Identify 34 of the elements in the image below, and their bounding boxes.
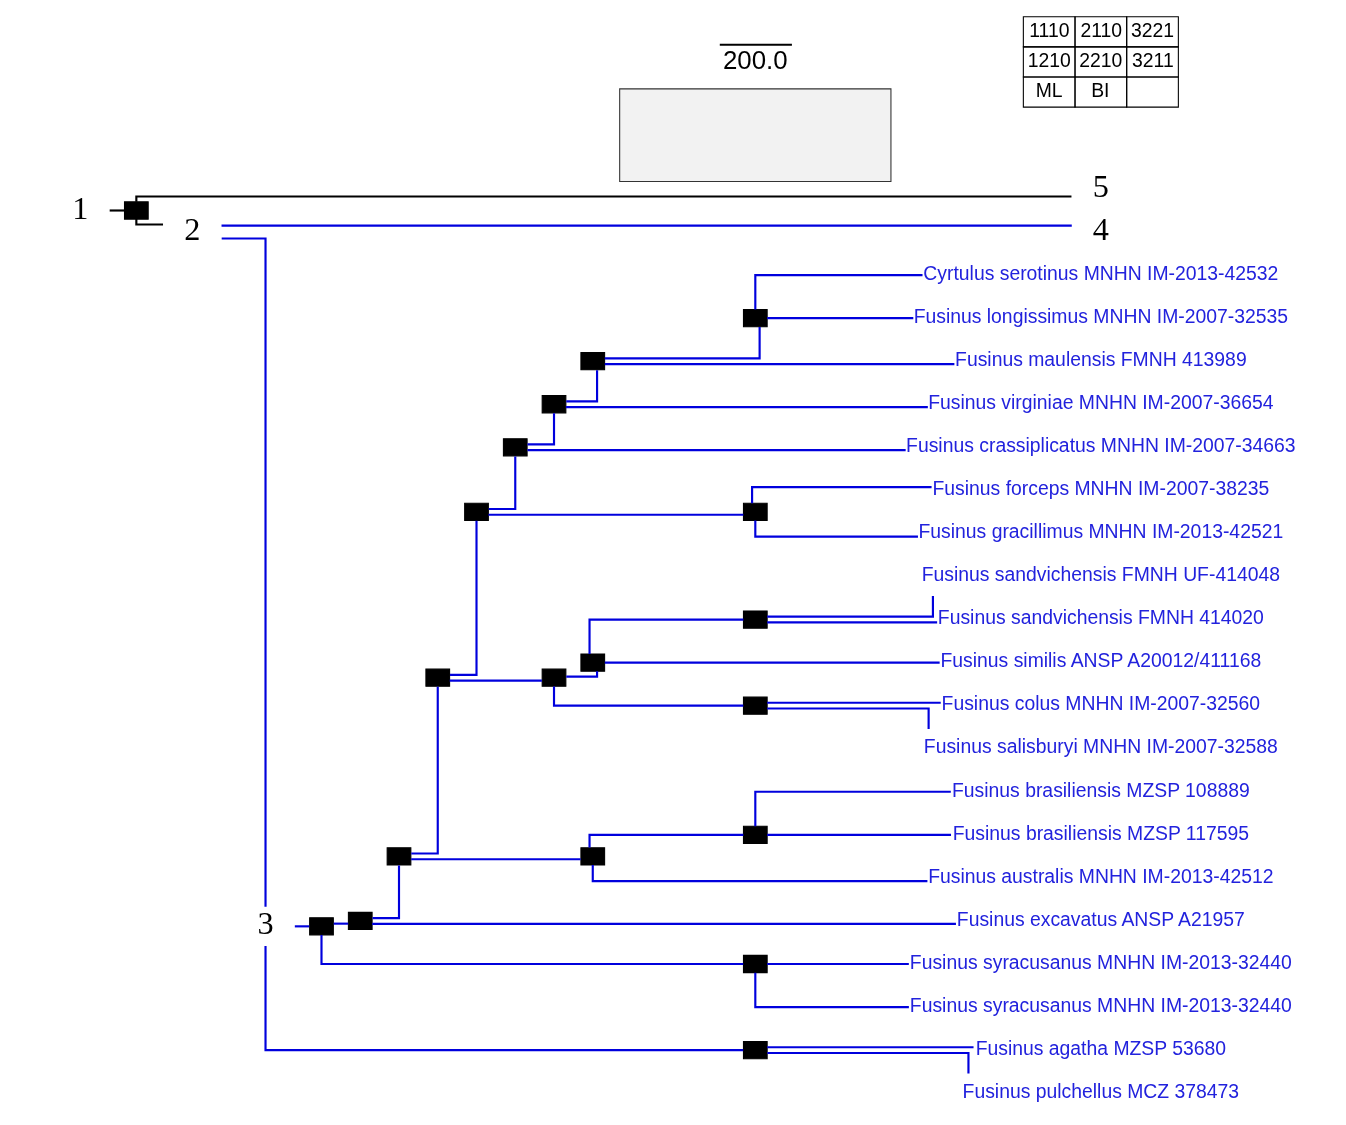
node-text: Fusinus brasiliensis MZSP 117595 (952, 821, 1249, 844)
node-text: Fusinus salisburyi MNHN IM-2007-32588 (923, 735, 1278, 758)
label: 1110 (1028, 18, 1069, 41)
node-text: Cyrtulus serotinus MNHN IM-2013-42532 (922, 261, 1278, 284)
node-text: Fusinus maulensis FMNH 413989 (954, 347, 1247, 370)
label: 3211 (1131, 48, 1174, 71)
node-text: Fusinus longissimus MNHN IM-2007-32535 (913, 304, 1288, 327)
node-text: 4 (1092, 211, 1109, 248)
node-text: Fusinus forceps MNHN IM-2007-38235 (931, 477, 1269, 500)
label: BI (1090, 78, 1109, 101)
node-text: Fusinus virginiae MNHN IM-2007-36654 (927, 391, 1274, 413)
node-text: Fusinus syracusanus MNHN IM-2013-32440 (909, 993, 1292, 1016)
label: ML (1035, 78, 1063, 101)
label: 2210 (1078, 48, 1122, 71)
node-text: 1 (71, 189, 88, 226)
node-text: Fusinus brasiliensis MZSP 108889 (951, 778, 1250, 801)
node-text: 3 (256, 905, 274, 942)
node-text: 2 (183, 211, 200, 248)
node-text: Fusinus sandvichensis FMNH 414020 (937, 606, 1264, 629)
label: 1210 (1027, 48, 1071, 71)
node-text: Fusinus syracusanus MNHN IM-2013-32440 (909, 950, 1292, 973)
node-text: Fusinus sandvichensis FMNH UF-414048 (921, 563, 1280, 586)
node-text: Fusinus similis ANSP A20012/411168 (940, 649, 1261, 672)
node-text: Fusinus pulchellus MCZ 378473 (962, 1079, 1239, 1102)
node-text: Fusinus gracillimus MNHN IM-2013-42521 (917, 520, 1283, 543)
label: 200.0 (722, 45, 788, 74)
node-text: 5 (1092, 168, 1109, 205)
label: 3221 (1130, 18, 1174, 41)
node-text: Fusinus crassiplicatus MNHN IM-2007-34663 (905, 434, 1296, 457)
node-text: Fusinus australis MNHN IM-2013-42512 (927, 864, 1274, 887)
node-text: Fusinus excavatus ANSP A21957 (956, 907, 1245, 930)
node-text: Fusinus agatha MZSP 53680 (975, 1036, 1226, 1059)
node-text: Fusinus colus MNHN IM-2007-32560 (941, 692, 1260, 715)
label: 2110 (1079, 18, 1122, 41)
